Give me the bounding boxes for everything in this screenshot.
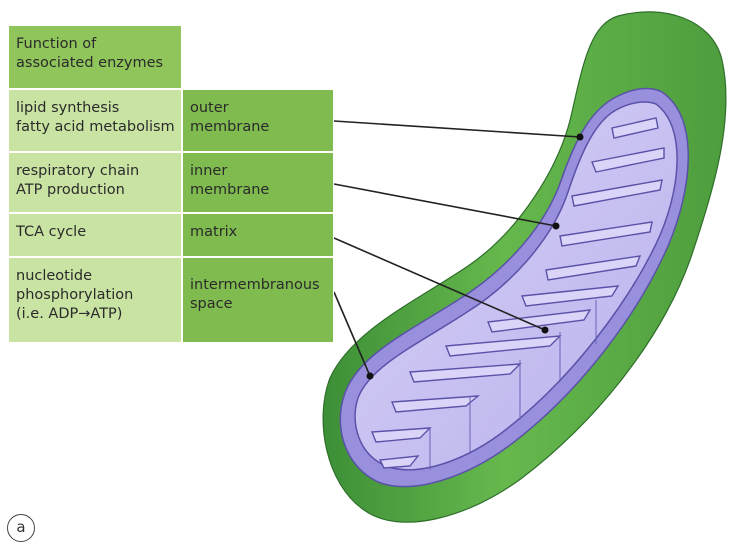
crista-depth-lines: [429, 300, 597, 470]
function-cell-outer: lipid synthesis fatty acid metabolism: [8, 89, 182, 152]
crista: [545, 255, 642, 281]
crista: [521, 285, 620, 307]
crista: [378, 455, 420, 469]
cristae: [370, 117, 665, 469]
crista: [611, 117, 659, 139]
panel-label: a: [7, 514, 35, 542]
crista: [559, 221, 653, 247]
structure-cell-intermembranous: intermembranous space: [182, 257, 334, 343]
structure-cell-inner: inner membrane: [182, 152, 334, 213]
leader-dots: [366, 133, 584, 380]
structure-cell-outer: outer membrane: [182, 89, 334, 152]
crista: [445, 335, 562, 357]
function-cell-inner: respiratory chain ATP production: [8, 152, 182, 213]
function-cell-matrix: TCA cycle: [8, 213, 182, 257]
table-header: Function of associated enzymes: [8, 25, 182, 89]
leader-line-matrix: [333, 237, 546, 331]
crista: [370, 427, 432, 443]
crista: [487, 309, 592, 333]
crista: [571, 179, 663, 207]
crista: [591, 147, 665, 173]
leader-line-outer-membrane: [333, 120, 581, 138]
leader-line-intermembranous-space: [333, 291, 371, 377]
leader-dot-inner-membrane: [552, 222, 560, 230]
leader-line-inner-membrane: [333, 183, 557, 227]
leader-lines: [333, 120, 581, 377]
structure-cell-matrix: matrix: [182, 213, 334, 257]
crista: [408, 363, 522, 383]
function-cell-intermembranous: nucleotide phosphorylation (i.e. ADP→ATP…: [8, 257, 182, 343]
leader-dot-outer-membrane: [576, 133, 584, 141]
leader-dot-intermembranous-space: [366, 372, 374, 380]
crista: [390, 395, 481, 413]
leader-dot-matrix: [541, 326, 549, 334]
